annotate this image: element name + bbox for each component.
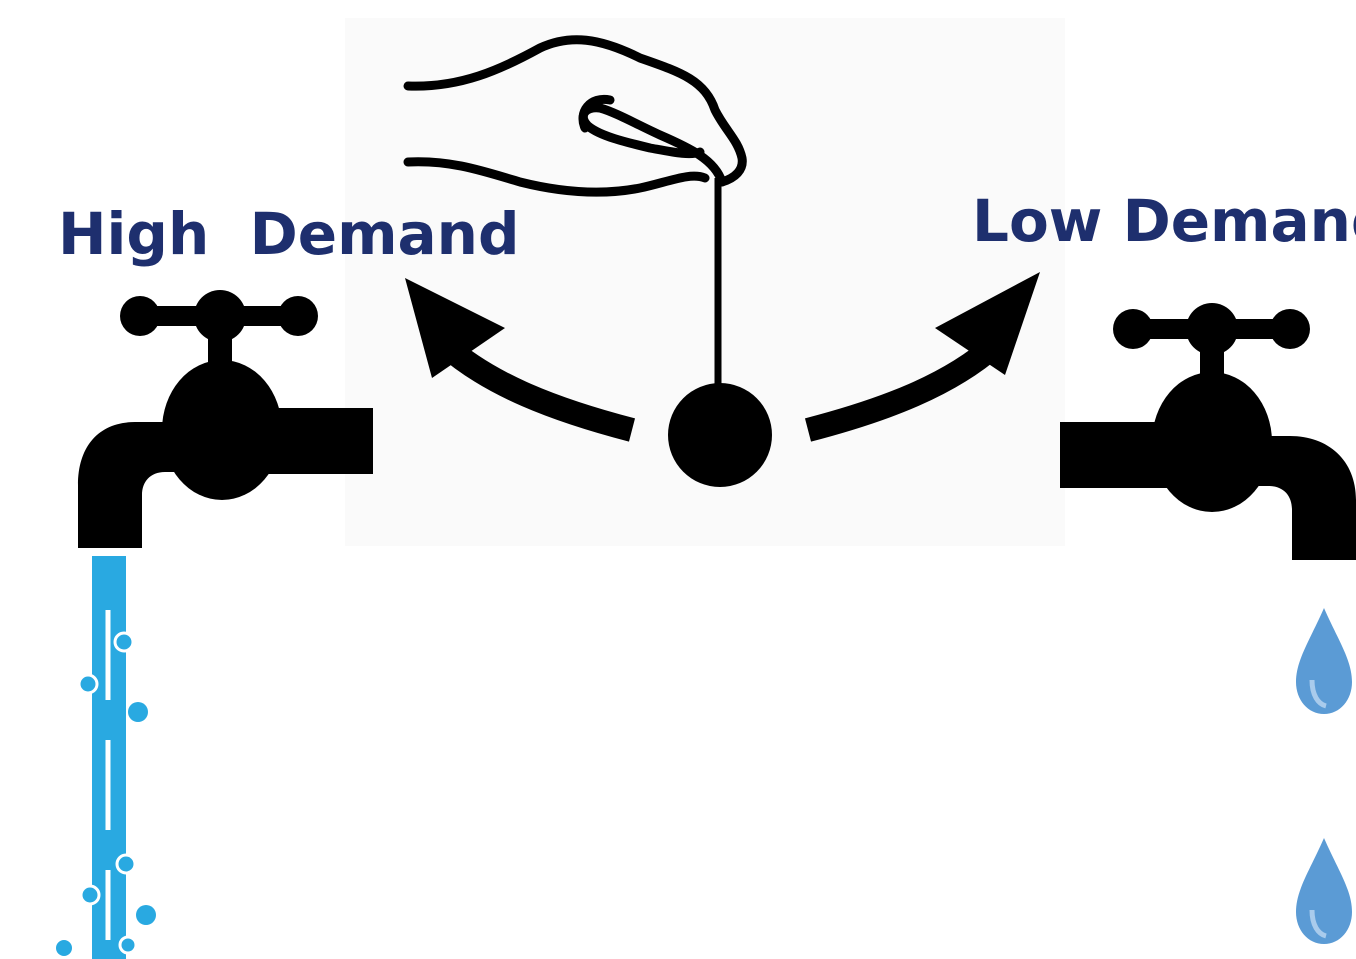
arrow-left-icon: [405, 278, 636, 442]
faucet-icon: [78, 290, 373, 548]
low-demand-label: Low Demand: [972, 187, 1356, 255]
water-stream-icon: [56, 556, 156, 959]
arrow-right-icon: [804, 272, 1040, 442]
hand-icon: [403, 35, 747, 197]
high-demand-label: High Demand: [58, 200, 520, 268]
water-drop-icon: [1296, 838, 1352, 944]
pendulum-bob-icon: [668, 383, 772, 487]
water-drop-icon: [1296, 608, 1352, 714]
faucet-icon: [1060, 303, 1356, 560]
